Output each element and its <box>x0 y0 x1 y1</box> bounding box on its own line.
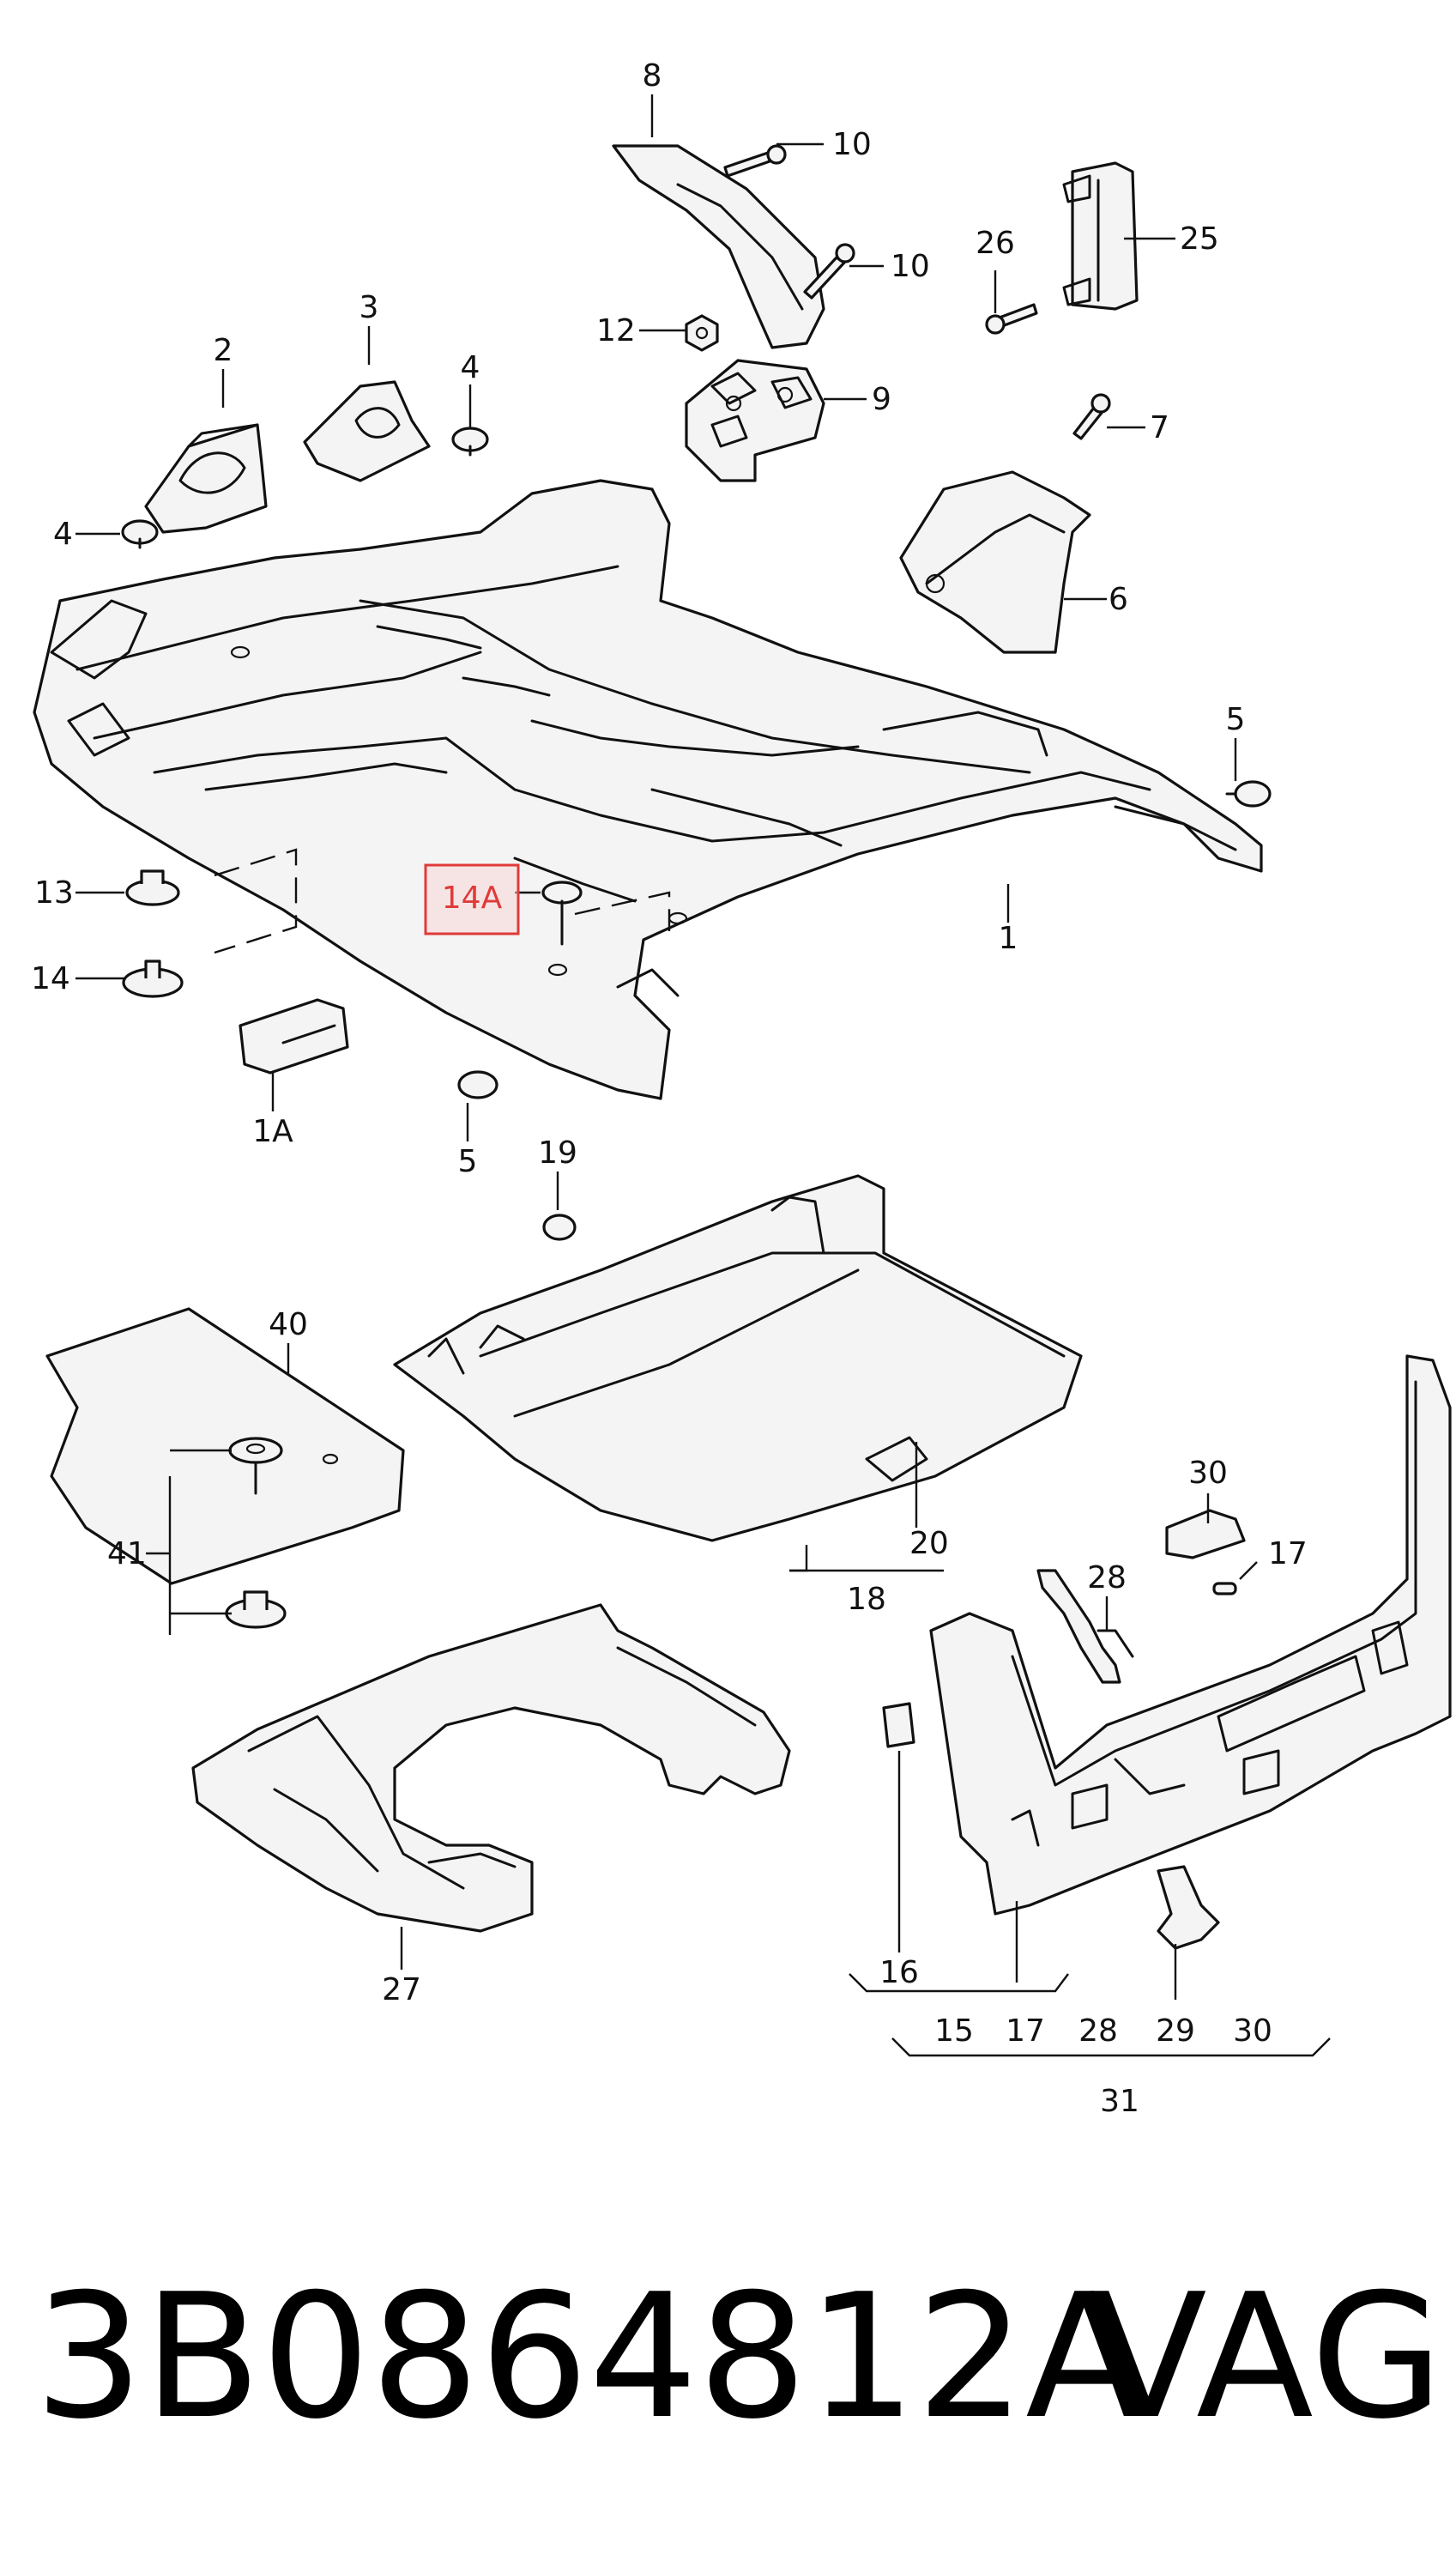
brand-name: VAG <box>1090 2257 1443 2457</box>
screw-part-7 <box>1072 393 1111 440</box>
trunk-mat-part-40 <box>45 1307 405 1585</box>
label-20: 20 <box>909 1526 949 1561</box>
label-17-top: 17 <box>1268 1536 1308 1571</box>
hook-part-28 <box>1036 1569 1134 1684</box>
label-25: 25 <box>1180 221 1219 257</box>
label-31: 31 <box>1100 2084 1139 2119</box>
panel-part-6 <box>899 470 1091 654</box>
label-27: 27 <box>382 1972 421 2007</box>
leader-lines <box>76 94 1331 2057</box>
part-number: 3B0864812A <box>34 2257 1143 2457</box>
label-3: 3 <box>359 290 379 325</box>
label-28-bottom: 28 <box>1078 2013 1118 2049</box>
label-14A: 14A <box>442 881 503 916</box>
fastener-part-14A <box>541 881 583 946</box>
fastener-part-13 <box>125 869 180 906</box>
label-18: 18 <box>847 1582 886 1617</box>
bracket-part-3 <box>303 380 431 482</box>
clip-part-16 <box>882 1702 915 1748</box>
label-15: 15 <box>934 2013 974 2049</box>
clip-part-19 <box>542 1214 577 1241</box>
label-30-top: 30 <box>1188 1456 1228 1491</box>
nut-part-12 <box>685 314 719 352</box>
label-1: 1 <box>999 921 1018 956</box>
label-5-right: 5 <box>1226 702 1246 737</box>
trim-part-8 <box>612 144 825 349</box>
highlight-box <box>424 863 520 935</box>
label-10-lower: 10 <box>891 249 930 284</box>
rear-trim-part-31 <box>929 1354 1452 1916</box>
label-8: 8 <box>643 58 662 94</box>
bracket-part-29 <box>1157 1865 1220 1950</box>
fastener-part-14 <box>122 960 184 998</box>
label-4-left: 4 <box>53 517 73 552</box>
label-6: 6 <box>1109 582 1128 617</box>
trunk-floor-part-18 <box>393 1174 1083 1542</box>
bracket-part-25 <box>1062 161 1139 311</box>
screw-part-10-top <box>723 144 787 178</box>
label-7: 7 <box>1150 410 1169 445</box>
label-19: 19 <box>538 1135 577 1171</box>
bracket-part-9 <box>685 359 825 482</box>
clip-part-4-left <box>121 519 159 549</box>
label-40: 40 <box>269 1307 308 1342</box>
label-10-top: 10 <box>832 127 872 162</box>
clip-part-5-right <box>1225 780 1272 808</box>
label-5-lower: 5 <box>458 1144 478 1179</box>
clip-part-4-right <box>451 427 489 457</box>
cap-part-17 <box>1212 1582 1237 1595</box>
screw-part-10-lower <box>803 243 855 300</box>
pad-part-1A <box>239 998 349 1075</box>
floor-carpet <box>33 479 1263 1100</box>
wheel-well-part-27 <box>191 1603 791 1933</box>
label-41: 41 <box>107 1536 147 1571</box>
label-26: 26 <box>976 226 1015 261</box>
label-14: 14 <box>31 961 70 996</box>
label-28-top: 28 <box>1087 1560 1127 1595</box>
callout-labels: 8 10 10 12 9 26 25 7 6 5 1 2 3 4 4 13 14… <box>31 58 1308 2119</box>
label-30-bottom: 30 <box>1233 2013 1272 2049</box>
screw-part-26 <box>985 303 1038 335</box>
bracket-part-2 <box>144 423 268 534</box>
label-13: 13 <box>34 875 74 911</box>
mat-fastener-part-41-bottom <box>225 1590 287 1629</box>
clip-part-5-lower <box>457 1070 498 1099</box>
label-29: 29 <box>1156 2013 1195 2049</box>
label-4-right: 4 <box>461 350 480 385</box>
label-16: 16 <box>879 1955 919 1990</box>
label-9: 9 <box>872 382 891 417</box>
label-2: 2 <box>214 333 233 368</box>
label-1A: 1A <box>252 1114 293 1149</box>
label-17-bottom: 17 <box>1006 2013 1045 2049</box>
cover-part-30 <box>1165 1509 1246 1559</box>
label-12: 12 <box>596 313 636 348</box>
